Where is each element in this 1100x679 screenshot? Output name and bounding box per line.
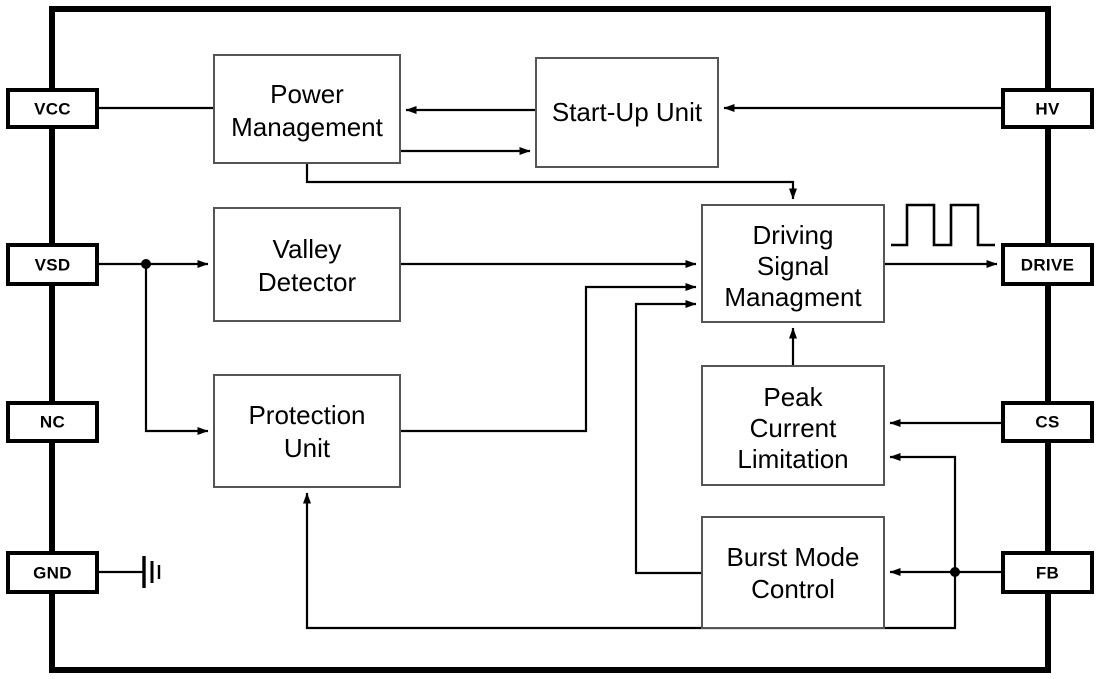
- pin-gnd-label: GND: [33, 563, 72, 582]
- block-burst-mode-control[interactable]: Burst Mode Control: [701, 516, 885, 629]
- block-power-management-line-2: Management: [231, 112, 384, 142]
- pin-drive[interactable]: DRIVE: [1001, 243, 1094, 286]
- pin-fb-label: FB: [1036, 563, 1059, 582]
- block-start-up-unit-line-1: Start-Up Unit: [552, 97, 703, 127]
- pin-drive-label: DRIVE: [1021, 255, 1074, 274]
- junction-dot-fb: [950, 567, 960, 577]
- wire-fb-to-protection-unit: [303, 492, 957, 630]
- block-burst-mode-control-line-1: Burst Mode: [727, 542, 860, 572]
- wire-burst-mode-control-to-driving-signal-managment: [634, 300, 702, 575]
- block-driving-signal-managment[interactable]: Driving Signal Managment: [701, 204, 885, 323]
- pin-cs[interactable]: CS: [1001, 401, 1094, 443]
- pin-nc[interactable]: NC: [6, 401, 99, 443]
- junction-dot-vsd: [141, 259, 151, 269]
- wire-vsd-to-protection-unit: [144, 264, 209, 435]
- block-driving-signal-managment-line-1: Driving: [753, 220, 834, 250]
- pin-vsd-label: VSD: [35, 255, 71, 274]
- block-protection-unit-line-2: Unit: [284, 433, 331, 463]
- pulse-waveform-symbol: [891, 203, 995, 247]
- block-protection-unit[interactable]: Protection Unit: [213, 374, 401, 488]
- pin-vcc[interactable]: VCC: [6, 88, 99, 129]
- pin-vsd[interactable]: VSD: [6, 243, 99, 286]
- wire-fb-to-peak-current-limitation: [889, 453, 957, 572]
- pin-cs-label: CS: [1035, 412, 1059, 431]
- pin-vcc-label: VCC: [34, 99, 71, 118]
- block-protection-unit-line-1: Protection: [248, 400, 365, 430]
- block-driving-signal-managment-line-3: Managment: [724, 282, 862, 312]
- block-peak-current-limitation-line-3: Limitation: [737, 444, 848, 474]
- block-start-up-unit[interactable]: Start-Up Unit: [535, 57, 719, 168]
- block-peak-current-limitation-line-2: Current: [750, 413, 837, 443]
- ground-symbol: [97, 556, 161, 588]
- wire-power-management-to-driving-signal-managment: [305, 163, 797, 200]
- block-peak-current-limitation[interactable]: Peak Current Limitation: [701, 365, 885, 486]
- pin-gnd[interactable]: GND: [6, 551, 99, 594]
- pin-fb[interactable]: FB: [1001, 551, 1094, 594]
- block-power-management-line-1: Power: [270, 79, 344, 109]
- block-valley-detector[interactable]: Valley Detector: [213, 207, 401, 322]
- pin-hv-label: HV: [1035, 99, 1060, 118]
- block-valley-detector-line-1: Valley: [273, 234, 342, 264]
- block-peak-current-limitation-line-1: Peak: [763, 382, 823, 412]
- block-driving-signal-managment-line-2: Signal: [757, 251, 829, 281]
- wire-protection-unit-to-driving-signal-managment: [400, 283, 697, 433]
- block-burst-mode-control-line-2: Control: [751, 574, 835, 604]
- block-valley-detector-line-2: Detector: [258, 267, 357, 297]
- pin-hv[interactable]: HV: [1001, 88, 1094, 129]
- pin-nc-label: NC: [40, 412, 65, 431]
- block-power-management[interactable]: Power Management: [213, 54, 401, 164]
